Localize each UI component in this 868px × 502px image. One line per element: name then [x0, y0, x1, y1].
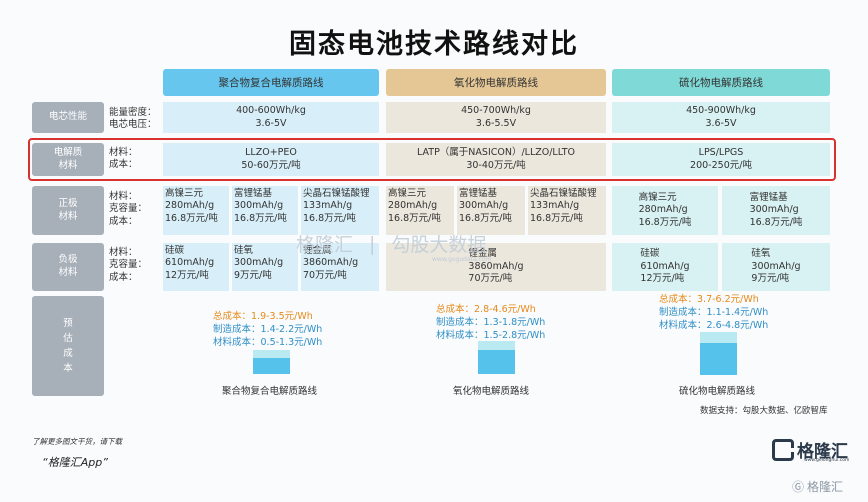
row-keys-cathode: 材料： 克容量： 成本：: [109, 191, 148, 227]
row-label-estimated-cost: 预估成本: [32, 296, 104, 396]
corner-watermark: Ⓖ 格隆汇: [792, 480, 844, 494]
brand-url: www.gelonghui.com: [804, 458, 850, 463]
page-title: 固态电池技术路线对比: [289, 29, 579, 60]
watermark-url: www.gogudata.com: [432, 256, 492, 263]
row-keys-electrolyte: 材料： 成本：: [109, 147, 138, 171]
cost-polymer: 总成本：1.9-3.5元/Wh 制造成本：1.4-2.2元/Wh 材料成本：0.…: [213, 311, 323, 348]
data-source: 数据支持：勾股大数据、亿欧智库: [700, 406, 828, 416]
column-header-sulfide: 硫化物电解质路线: [612, 69, 830, 96]
row-keys-anode: 材料： 克容量： 成本：: [109, 247, 148, 283]
cost-bar-polymer: [253, 350, 290, 374]
brand-logo: 格隆汇: [772, 437, 848, 462]
column-header-oxide: 氧化物电解质路线: [386, 69, 606, 96]
brand-g-icon: [772, 438, 794, 461]
row-keys-performance: 能量密度： 电芯电压：: [109, 107, 157, 131]
highlight-frame: [28, 138, 836, 181]
row-label-cathode: 正极材料: [32, 186, 104, 235]
footer-download-hint: 了解更多图文干货，请下载: [32, 437, 122, 446]
row-label-electrolyte: 电解质材料: [32, 143, 104, 176]
cost-sulfide: 总成本：3.7-6.2元/Wh 制造成本：1.1-1.4元/Wh 材料成本：2.…: [659, 294, 769, 331]
watermark: 格隆汇 | 勾股大数据: [296, 232, 487, 257]
path-label-polymer: 聚合物复合电解质路线: [222, 386, 318, 397]
column-header-polymer: 聚合物复合电解质路线: [163, 69, 379, 96]
cost-bar-oxide: [478, 341, 515, 374]
footer-app-name: “格隆汇App”: [42, 456, 108, 469]
cost-oxide: 总成本：2.8-4.6元/Wh 制造成本：1.3-1.8元/Wh 材料成本：1.…: [436, 304, 546, 341]
path-label-oxide: 氧化物电解质路线: [453, 386, 530, 397]
row-label-anode: 负极材料: [32, 243, 104, 291]
row-label-cell-performance: 电芯性能: [32, 102, 104, 133]
path-label-sulfide: 硫化物电解质路线: [679, 386, 756, 397]
cost-bar-sulfide: [700, 332, 737, 375]
corner-g-icon: Ⓖ: [792, 480, 805, 494]
